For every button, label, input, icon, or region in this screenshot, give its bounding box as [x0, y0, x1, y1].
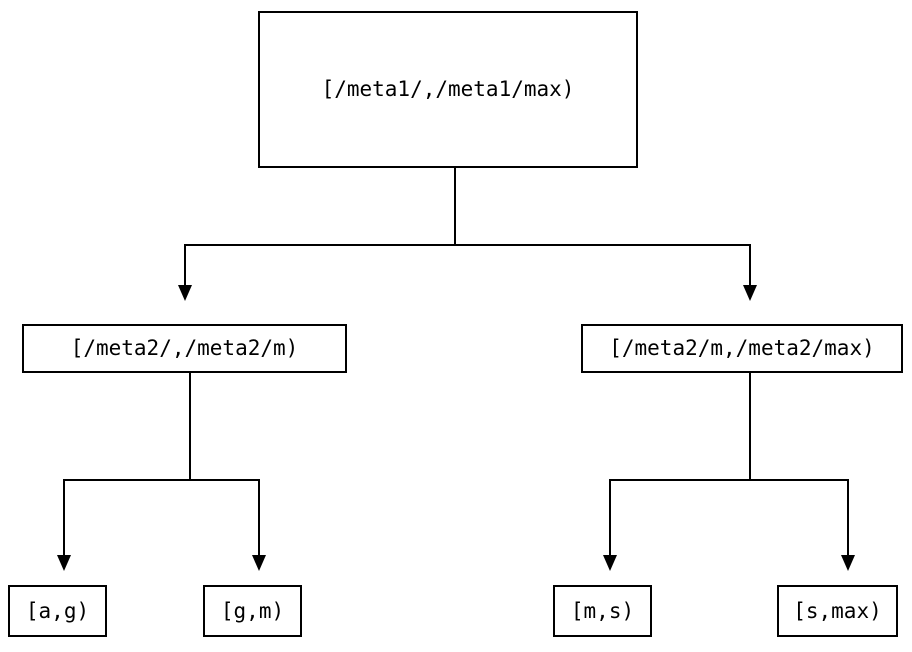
- tree-node-mid-left-label: [/meta2/,/meta2/m): [70, 336, 299, 360]
- tree-node-mid-right[interactable]: [/meta2/m,/meta2/max): [581, 324, 903, 373]
- arrowhead-midright-to-leaf-smax: [841, 555, 855, 571]
- tree-node-root-label: [/meta1/,/meta1/max): [321, 77, 575, 101]
- tree-node-leaf-gm[interactable]: [g,m): [203, 585, 302, 637]
- edge-root-to-mid-group: [184, 168, 751, 285]
- tree-node-leaf-ms[interactable]: [m,s): [553, 585, 652, 637]
- tree-node-leaf-smax[interactable]: [s,max): [777, 585, 898, 637]
- tree-node-leaf-smax-label: [s,max): [793, 598, 882, 623]
- arrowhead-midright-to-leaf-ms: [603, 555, 617, 571]
- tree-node-mid-left[interactable]: [/meta2/,/meta2/m): [22, 324, 347, 373]
- tree-node-root[interactable]: [/meta1/,/meta1/max): [258, 11, 638, 168]
- arrowhead-root-to-mid-right: [743, 285, 757, 301]
- tree-node-leaf-ag-label: [a,g): [25, 598, 90, 623]
- edge-midright-to-leaf-group: [609, 373, 849, 555]
- tree-node-mid-right-label: [/meta2/m,/meta2/max): [609, 336, 875, 360]
- tree-node-leaf-gm-label: [g,m): [220, 598, 285, 623]
- arrowhead-midleft-to-leaf-ag: [57, 555, 71, 571]
- edge-midleft-to-leaf-group: [63, 373, 260, 555]
- arrowhead-midleft-to-leaf-gm: [252, 555, 266, 571]
- arrowhead-root-to-mid-left: [178, 285, 192, 301]
- tree-node-leaf-ag[interactable]: [a,g): [8, 585, 107, 637]
- tree-node-leaf-ms-label: [m,s): [570, 598, 635, 623]
